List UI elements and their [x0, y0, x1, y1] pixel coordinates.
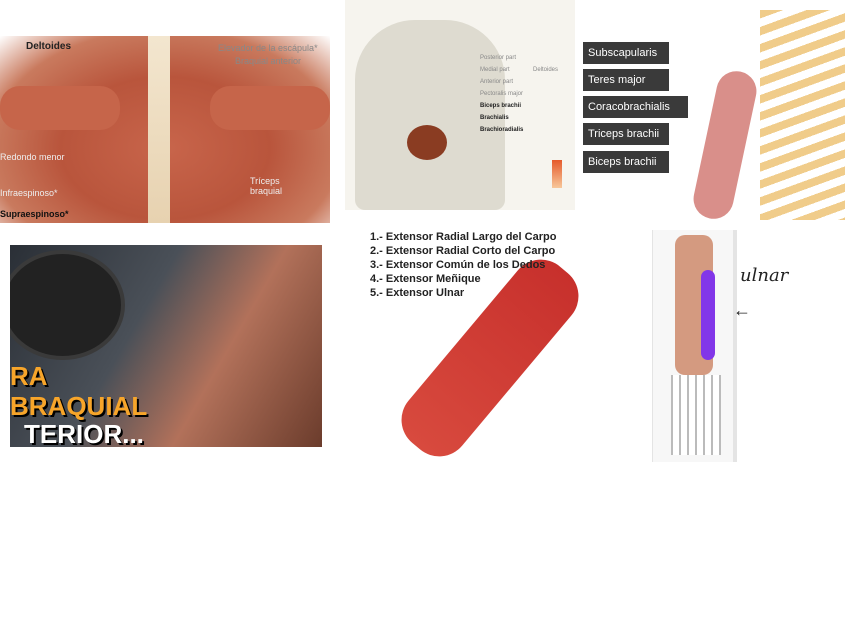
label: Biceps brachii	[480, 103, 522, 109]
image-result-arm-muscles-diagram[interactable]: Subscapularis Teres major Coracobrachial…	[580, 10, 848, 220]
image-result-dumbbell-video-thumbnail[interactable]: RA BRAQUIAL TERIOR...	[10, 245, 322, 447]
figure-shape	[355, 20, 505, 210]
label: Deltoides	[26, 41, 72, 52]
label: Medial part	[480, 67, 510, 73]
tag: Teres major	[583, 69, 669, 91]
tag: Biceps brachii	[583, 151, 669, 173]
arrow-up-icon	[552, 160, 562, 188]
label: Tríceps braquial	[250, 176, 283, 196]
arm-muscle-shape	[689, 67, 761, 220]
dumbbell-shape	[10, 250, 125, 360]
label: Pectoralis major	[480, 91, 524, 97]
brachialis-highlight	[407, 125, 447, 160]
arm-shape	[0, 86, 120, 130]
legend-line: 1.- Extensor Radial Largo del Carpo	[370, 231, 557, 243]
tag: Subscapularis	[583, 42, 669, 64]
label: Elevador de la escápula*	[218, 43, 318, 53]
arrow-left-icon: ←	[733, 300, 751, 320]
legend-line: 4.- Extensor Meñique	[370, 273, 481, 285]
label: Braquial anterior	[235, 56, 302, 66]
spine-shape	[148, 36, 170, 223]
ribcage-shape	[760, 10, 845, 220]
legend-line: 2.- Extensor Radial Corto del Carpo	[370, 245, 556, 257]
ulnar-highlight	[701, 270, 715, 360]
arm-shape	[210, 86, 330, 130]
image-result-back-muscles[interactable]: Deltoides Elevador de la escápula* Braqu…	[0, 36, 330, 223]
title-line: BRAQUIAL	[10, 391, 148, 421]
tag: Coracobrachialis	[583, 96, 688, 118]
label: Brachioradialis	[480, 127, 524, 133]
legend-line: 3.- Extensor Común de los Dedos	[370, 259, 546, 271]
label: Deltoides	[533, 67, 559, 73]
handwritten-note: ulnar	[740, 265, 789, 286]
label: Posterior part	[480, 55, 517, 61]
label: Infraespinoso*	[0, 188, 58, 198]
label: Supraespinoso*	[0, 209, 69, 219]
label: Anterior part	[480, 79, 514, 85]
title-line: TERIOR...	[24, 419, 144, 447]
image-result-forearm-extensors[interactable]: 1.- Extensor Radial Largo del Carpo 2.- …	[365, 223, 588, 465]
image-result-forearm-ulnar-sketch[interactable]	[652, 230, 737, 462]
label: Brachialis	[480, 115, 509, 121]
image-result-biceps-curl-drawing[interactable]: Posterior part Medial part Anterior part…	[345, 0, 575, 210]
hand-shape	[671, 375, 721, 455]
label: Redondo menor	[0, 152, 65, 162]
title-line: RA	[10, 361, 48, 391]
tag: Triceps brachii	[583, 123, 669, 145]
legend-line: 5.- Extensor Ulnar	[370, 287, 465, 299]
